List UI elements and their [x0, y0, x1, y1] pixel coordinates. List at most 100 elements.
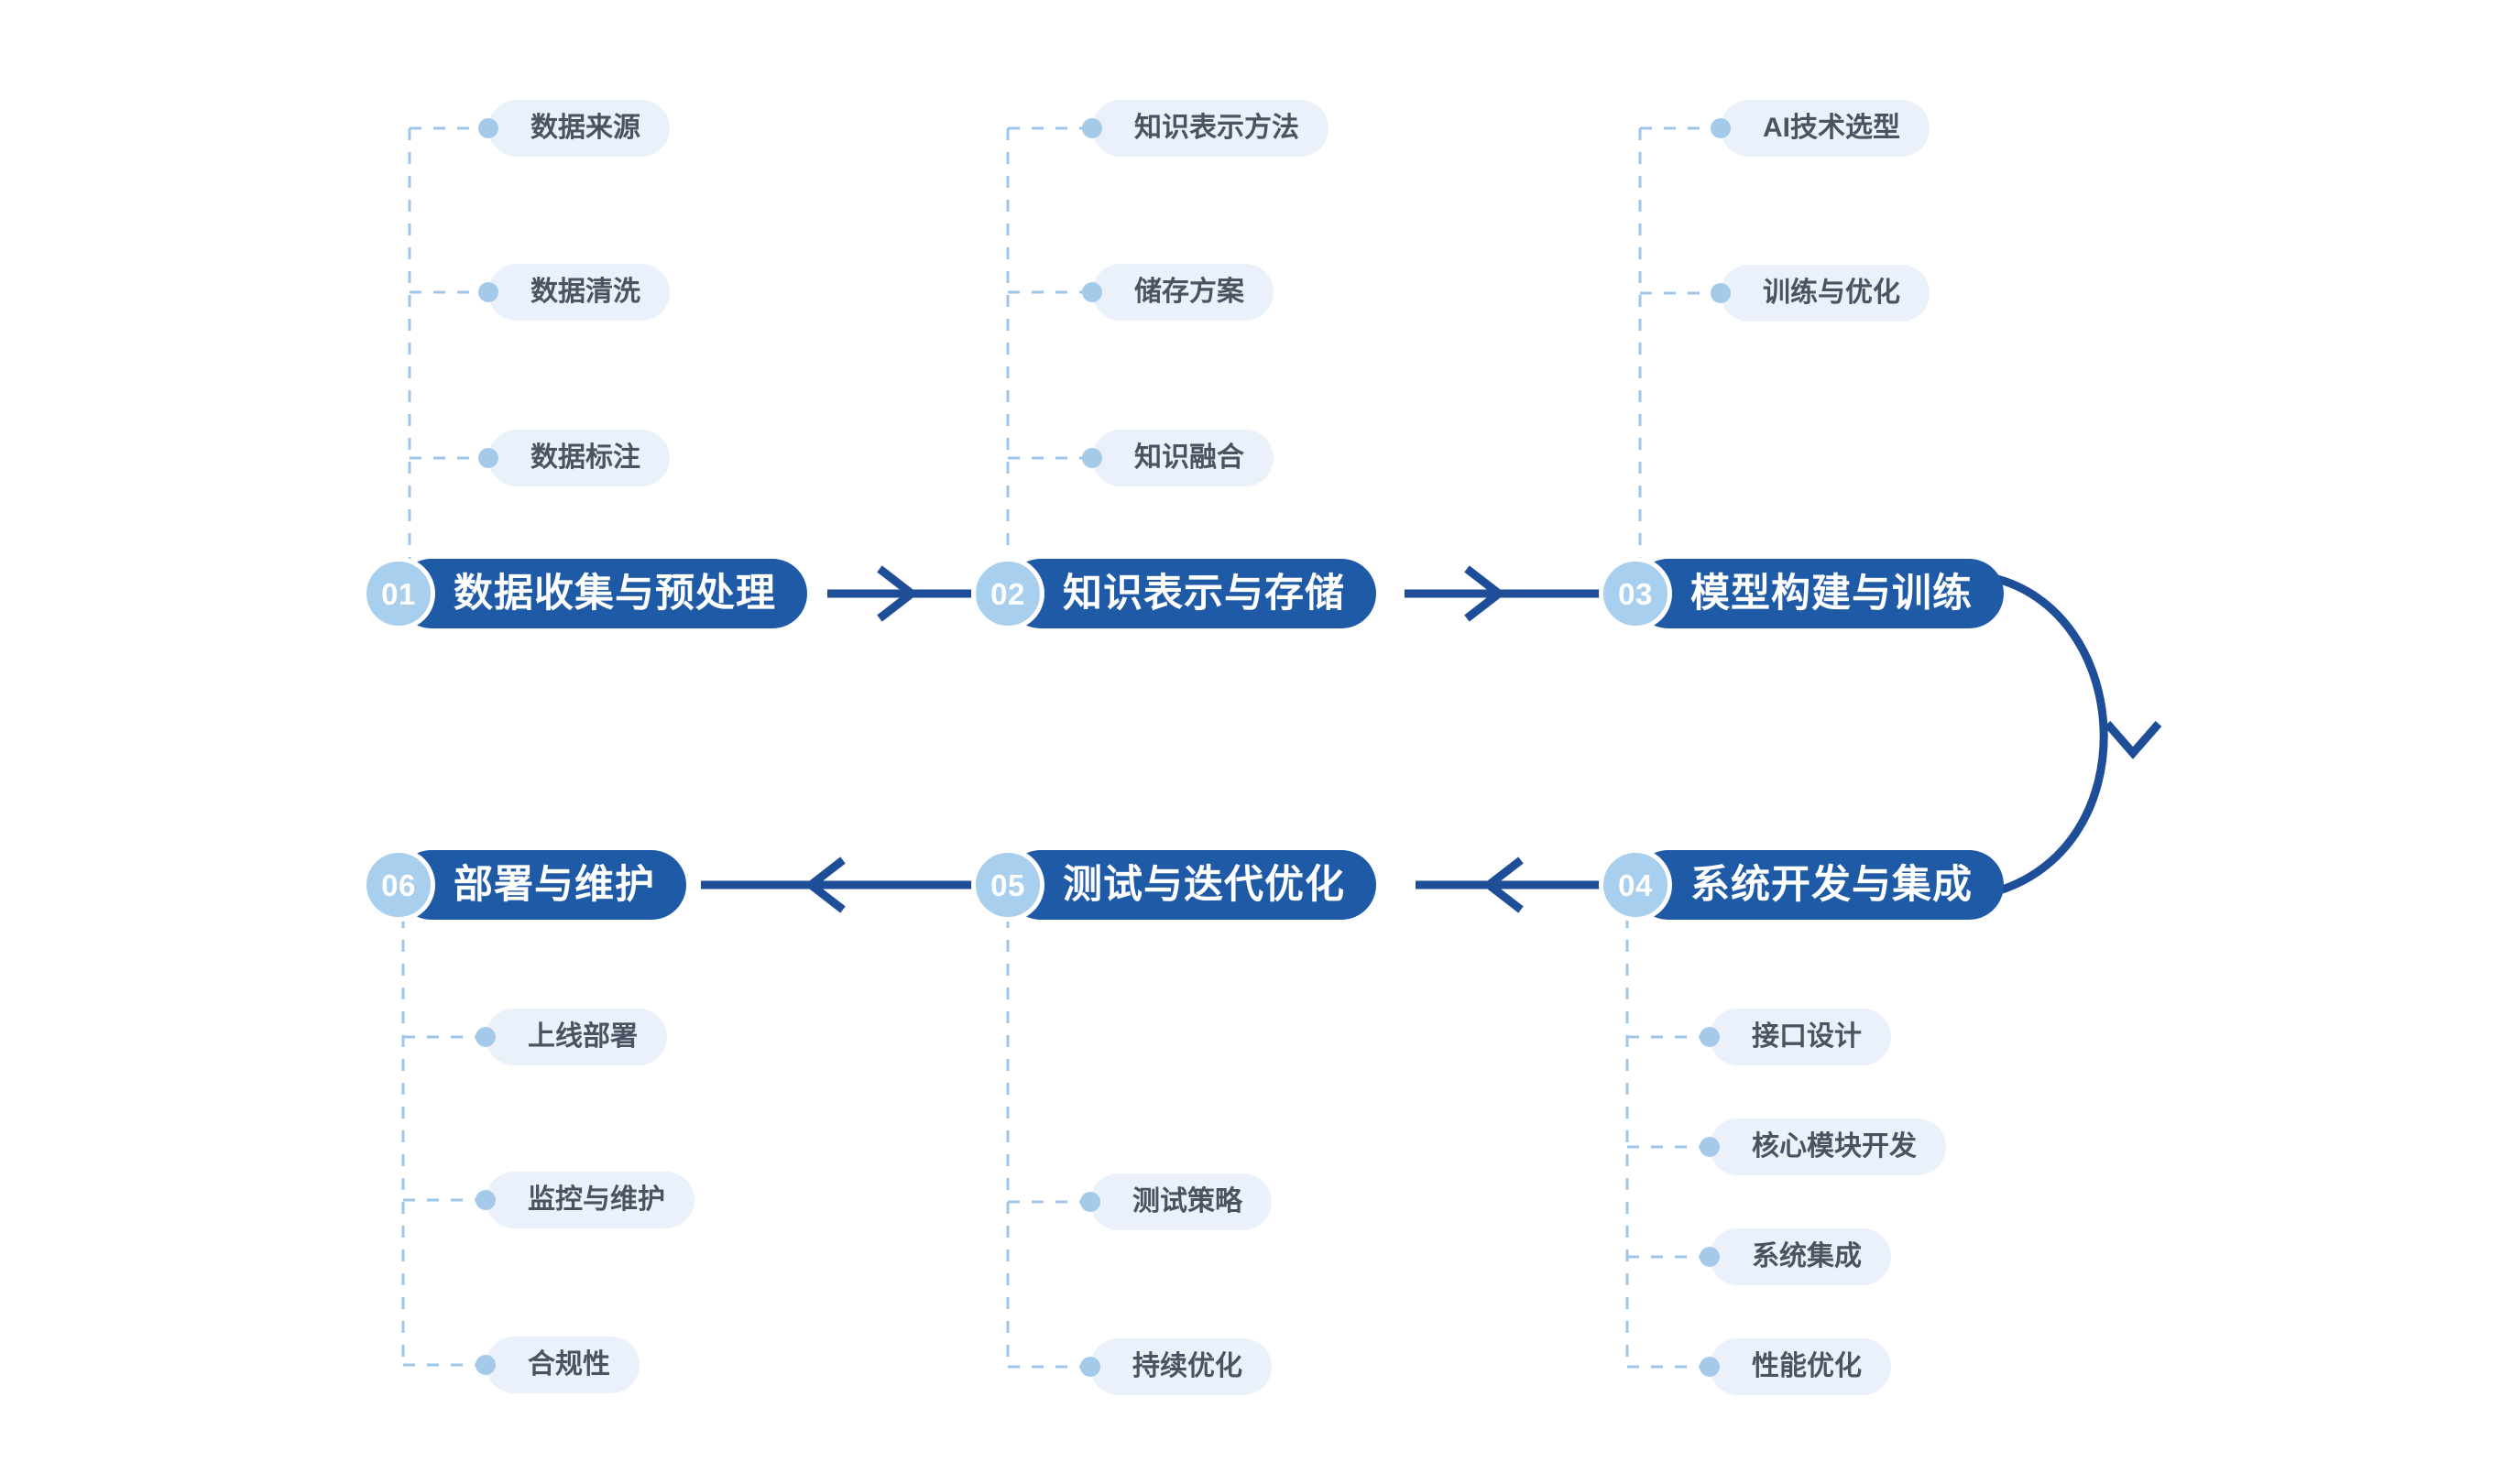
sub-item-stage-06-1[interactable]: 监控与维护 [476, 1172, 694, 1228]
sub-item-label: 核心模块开发 [1752, 1131, 1917, 1162]
sub-item-stage-01-1[interactable]: 数据清洗 [478, 264, 670, 321]
sub-item-label: 系统集成 [1752, 1241, 1862, 1271]
sub-item-pill: 合规性 [486, 1337, 640, 1393]
stage-title: 知识表示与存储 [1063, 571, 1345, 616]
dashed-tree-stage-02 [1006, 126, 1092, 561]
sub-item-dot [1700, 1027, 1720, 1047]
sub-item-label: 数据清洗 [530, 277, 640, 307]
stage-title: 系统开发与集成 [1690, 862, 1973, 907]
sub-item-label: 监控与维护 [528, 1184, 665, 1215]
sub-item-stage-03-0[interactable]: AI技术选型 [1711, 100, 1930, 157]
sub-item-label: 数据标注 [530, 442, 640, 473]
sub-item-stage-05-0[interactable]: 测试策略 [1080, 1173, 1272, 1230]
stage-number-badge: 02 [971, 557, 1044, 630]
sub-item-dot [476, 1355, 496, 1375]
stage-bar: 知识表示与存储 [1006, 559, 1376, 628]
sub-item-dot [478, 118, 498, 138]
stage-bar: 测试与迭代优化 [1006, 850, 1376, 920]
sub-item-label: AI技术选型 [1763, 113, 1900, 143]
sub-item-pill: 监控与维护 [486, 1172, 694, 1228]
sub-item-pill: 核心模块开发 [1710, 1118, 1946, 1175]
sub-item-stage-05-1[interactable]: 持续优化 [1080, 1338, 1272, 1395]
sub-item-label: 接口设计 [1752, 1021, 1862, 1052]
stage-bar: 数据收集与预处理 [397, 559, 807, 628]
stage-number: 05 [990, 867, 1025, 902]
sub-item-dot [478, 282, 498, 302]
sub-item-dot [1700, 1137, 1720, 1157]
sub-item-pill: 性能优化 [1710, 1338, 1891, 1395]
sub-item-pill: 测试策略 [1090, 1173, 1272, 1230]
sub-item-label: 知识表示方法 [1134, 113, 1299, 143]
sub-item-label: 合规性 [528, 1349, 610, 1380]
sub-item-dot [478, 448, 498, 468]
sub-item-label: 知识融合 [1134, 442, 1244, 473]
sub-item-stage-01-0[interactable]: 数据来源 [478, 100, 670, 157]
stage-number-badge: 03 [1599, 557, 1672, 630]
sub-item-pill: 接口设计 [1710, 1009, 1891, 1065]
flow-arrow-03-04-curve [1988, 573, 2162, 898]
sub-item-stage-03-1[interactable]: 训练与优化 [1711, 265, 1930, 322]
sub-item-stage-04-3[interactable]: 性能优化 [1700, 1338, 1891, 1395]
sub-item-pill: 储存方案 [1092, 264, 1274, 321]
stage-number-badge: 06 [362, 848, 435, 922]
stage-number-badge: 01 [362, 557, 435, 630]
stage-title: 部署与维护 [454, 862, 655, 907]
sub-item-label: 测试策略 [1132, 1186, 1242, 1217]
sub-item-pill: AI技术选型 [1721, 100, 1930, 157]
sub-item-pill: 系统集成 [1710, 1228, 1891, 1285]
sub-item-label: 持续优化 [1132, 1351, 1242, 1381]
stage-number: 06 [381, 867, 416, 902]
sub-item-label: 上线部署 [528, 1021, 638, 1052]
dashed-tree-stage-04 [1625, 916, 1710, 1369]
sub-item-pill: 持续优化 [1090, 1338, 1272, 1395]
sub-item-stage-02-0[interactable]: 知识表示方法 [1082, 100, 1329, 157]
sub-item-stage-06-0[interactable]: 上线部署 [476, 1009, 667, 1065]
sub-item-label: 性能优化 [1752, 1351, 1862, 1381]
sub-item-pill: 训练与优化 [1721, 265, 1930, 322]
stage-title: 数据收集与预处理 [454, 571, 776, 616]
sub-item-dot [1700, 1357, 1720, 1377]
dashed-tree-stage-05 [1006, 916, 1090, 1369]
sub-item-dot [1082, 282, 1102, 302]
sub-item-pill: 数据清洗 [488, 264, 670, 321]
sub-item-pill: 上线部署 [486, 1009, 667, 1065]
sub-item-pill: 知识融合 [1092, 430, 1274, 486]
stage-title: 测试与迭代优化 [1063, 862, 1345, 907]
sub-item-dot [476, 1027, 496, 1047]
sub-item-stage-04-0[interactable]: 接口设计 [1700, 1009, 1891, 1065]
sub-item-dot [1700, 1247, 1720, 1267]
sub-item-stage-01-2[interactable]: 数据标注 [478, 430, 670, 486]
sub-item-dot [1082, 118, 1102, 138]
stage-number-badge: 05 [971, 848, 1044, 922]
sub-item-stage-04-1[interactable]: 核心模块开发 [1700, 1118, 1946, 1175]
flow-arrow-01-02 [827, 565, 994, 622]
sub-item-dot [1080, 1192, 1100, 1212]
sub-item-pill: 知识表示方法 [1092, 100, 1329, 157]
sub-item-stage-06-2[interactable]: 合规性 [476, 1337, 640, 1393]
sub-item-stage-02-1[interactable]: 储存方案 [1082, 264, 1274, 321]
stage-title: 模型构建与训练 [1690, 571, 1973, 616]
sub-item-stage-04-2[interactable]: 系统集成 [1700, 1228, 1891, 1285]
sub-item-label: 数据来源 [530, 113, 640, 143]
stage-number: 01 [381, 576, 416, 611]
sub-item-dot [476, 1190, 496, 1210]
stage-bar: 部署与维护 [397, 850, 686, 920]
sub-item-pill: 数据标注 [488, 430, 670, 486]
stage-number-badge: 04 [1599, 848, 1672, 922]
sub-item-stage-02-2[interactable]: 知识融合 [1082, 430, 1274, 486]
flow-arrow-04-05 [1416, 857, 1614, 913]
sub-item-dot [1082, 448, 1102, 468]
sub-item-dot [1080, 1357, 1100, 1377]
sub-item-label: 训练与优化 [1763, 278, 1900, 308]
stage-bar: 系统开发与集成 [1634, 850, 2004, 920]
sub-item-label: 储存方案 [1134, 277, 1244, 307]
sub-item-dot [1711, 118, 1731, 138]
stage-number: 02 [990, 576, 1025, 611]
flow-arrow-05-06 [701, 857, 995, 913]
stage-number: 03 [1618, 576, 1653, 611]
flow-arrow-02-03 [1405, 565, 1624, 622]
sub-item-dot [1711, 283, 1731, 303]
dashed-tree-stage-01 [408, 126, 488, 561]
dashed-tree-stage-03 [1638, 126, 1721, 561]
